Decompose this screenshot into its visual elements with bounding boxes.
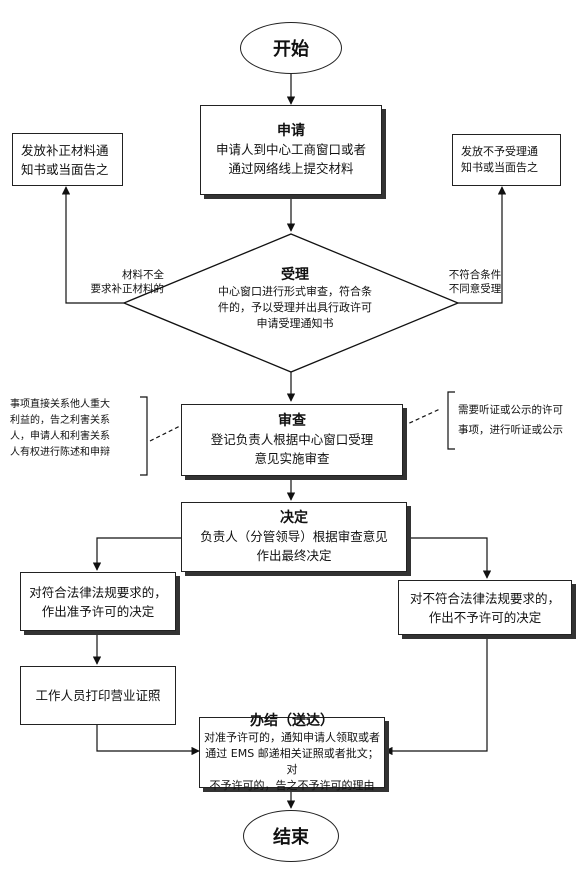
deliver-line2: 通过 EMS 邮递相关证照或者批文；对 [205, 746, 379, 776]
not-qualified-label: 不符合条件 不同意受理 [448, 269, 502, 295]
approve-line2: 作出准予许可的决定 [41, 603, 155, 619]
arrow-print-deliver [96, 725, 200, 756]
decide-line1: 负责人（分管领导）根据审查意见 [200, 529, 388, 544]
decide-line2: 作出最终决定 [256, 548, 332, 563]
end-label: 结束 [273, 827, 309, 848]
hearing-note: 需要听证或公示的许可 事项，进行听证或公示 [458, 404, 563, 436]
apply-line1: 申请人到中心工商窗口或者 [215, 142, 366, 157]
accept-text: 受理 中心窗口进行形式审查，符合条 件的，予以受理并出具行政许可 申请受理通知书 [170, 266, 420, 332]
start-terminal: 开始 [240, 22, 342, 74]
reject-line1: 对不符合法律法规要求的， [409, 590, 560, 606]
apply-box: 申请 申请人到中心工商窗口或者 通过网络线上提交材料 [200, 105, 382, 195]
review-line2: 意见实施审查 [254, 451, 330, 466]
reject-box: 对不符合法律法规要求的， 作出不予许可的决定 [398, 580, 572, 635]
deliver-title: 办结（送达） [250, 712, 334, 729]
start-label: 开始 [273, 39, 309, 60]
print-license-label: 工作人员打印营业证照 [35, 688, 161, 703]
arrow-reject-deliver [384, 635, 488, 756]
reject-line2: 作出不予许可的决定 [428, 609, 542, 625]
accept-line1: 中心窗口进行形式审查，符合条 [218, 285, 372, 298]
review-line1: 登记负责人根据中心窗口受理 [210, 432, 374, 447]
arrow-decide-approve [92, 537, 181, 571]
accept-line2: 件的，予以受理并出具行政许可 [218, 301, 372, 314]
right-note-bracket [447, 391, 455, 450]
arrow-accept-left-notice [61, 186, 124, 304]
deliver-box: 办结（送达） 对准予许可的，通知申请人领取或者 通过 EMS 邮递相关证照或者批… [199, 713, 385, 792]
review-left-dash [149, 425, 181, 442]
review-box: 审查 登记负责人根据中心窗口受理 意见实施审查 [181, 404, 403, 476]
approve-box: 对符合法律法规要求的， 作出准予许可的决定 [20, 572, 176, 631]
accept-title: 受理 [281, 267, 309, 283]
review-title: 审查 [278, 413, 306, 429]
approve-line1: 对符合法律法规要求的， [29, 584, 167, 600]
apply-title: 申请 [277, 123, 305, 139]
print-license-box: 工作人员打印营业证照 [20, 666, 176, 725]
decide-box: 决定 负责人（分管领导）根据审查意见 作出最终决定 [181, 502, 407, 572]
accept-line3: 申请受理通知书 [256, 317, 334, 330]
supplement-notice-box: 发放补正材料通 知书或当面告之 [12, 133, 123, 186]
incomplete-materials-label: 材料不全 要求补正材料的 [90, 269, 165, 295]
supplement-notice-line2: 知书或当面告之 [21, 161, 109, 177]
arrow-decide-reject [407, 537, 492, 579]
apply-line2: 通过网络线上提交材料 [228, 161, 354, 176]
left-note-bracket [140, 396, 148, 476]
stakeholder-note: 事项直接关系他人重大 利益的，告之利害关系 人，申请人和利害关系 人有权进行陈述… [10, 399, 110, 458]
supplement-notice-line1: 发放补正材料通 [21, 142, 109, 158]
deliver-line3: 不予许可的，告之不予许可的理由 [209, 778, 375, 792]
arrow-accept-right-notice [458, 186, 507, 304]
end-terminal: 结束 [243, 810, 339, 862]
rejection-notice-line2: 知书或当面告之 [461, 161, 538, 174]
rejection-notice-box: 发放不予受理通 知书或当面告之 [452, 134, 561, 186]
decide-title: 决定 [280, 510, 308, 526]
review-right-dash [402, 408, 441, 427]
rejection-notice-line1: 发放不予受理通 [461, 145, 538, 158]
deliver-line1: 对准予许可的，通知申请人领取或者 [204, 730, 380, 744]
